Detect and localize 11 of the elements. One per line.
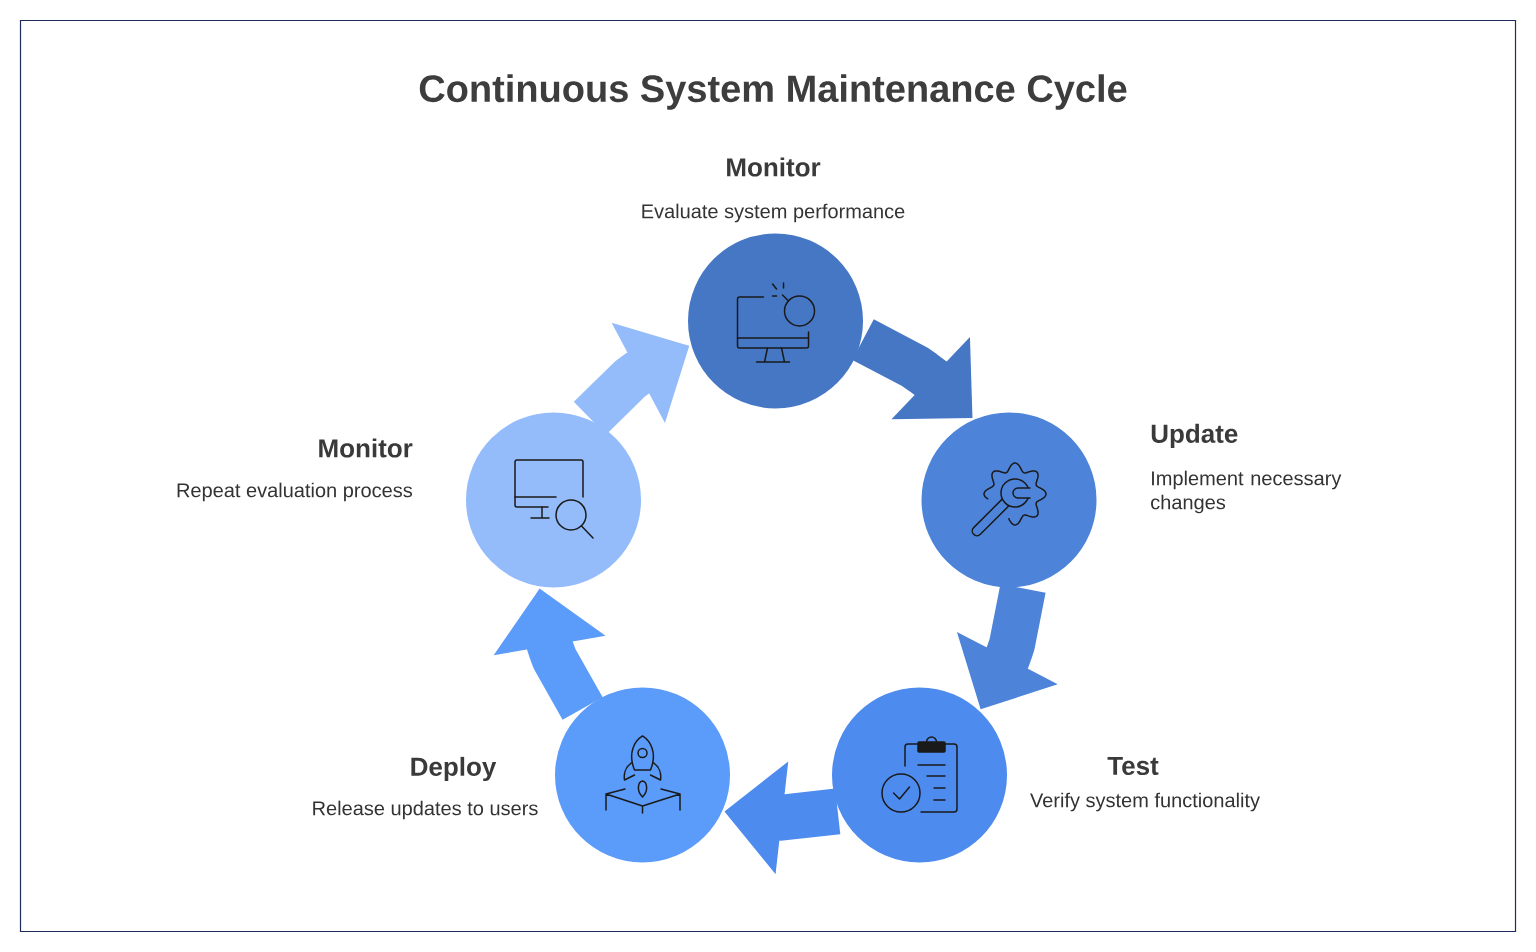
step-title: Deploy [411, 756, 497, 782]
step-title: Monitor [319, 438, 413, 458]
step-description: Implement necessary changes [1151, 470, 1342, 514]
step-title: Test [1107, 756, 1159, 776]
step-title: Update [1151, 423, 1238, 449]
step-description: Verify system functionality [1030, 792, 1260, 812]
step-description: Repeat evaluation process [177, 482, 412, 502]
step-title: Monitor [727, 157, 821, 177]
title: Continuous System Maintenance Cycle [419, 74, 1127, 110]
step-description: Release updates to users [313, 800, 538, 820]
step-description: Evaluate system performance [642, 203, 905, 223]
